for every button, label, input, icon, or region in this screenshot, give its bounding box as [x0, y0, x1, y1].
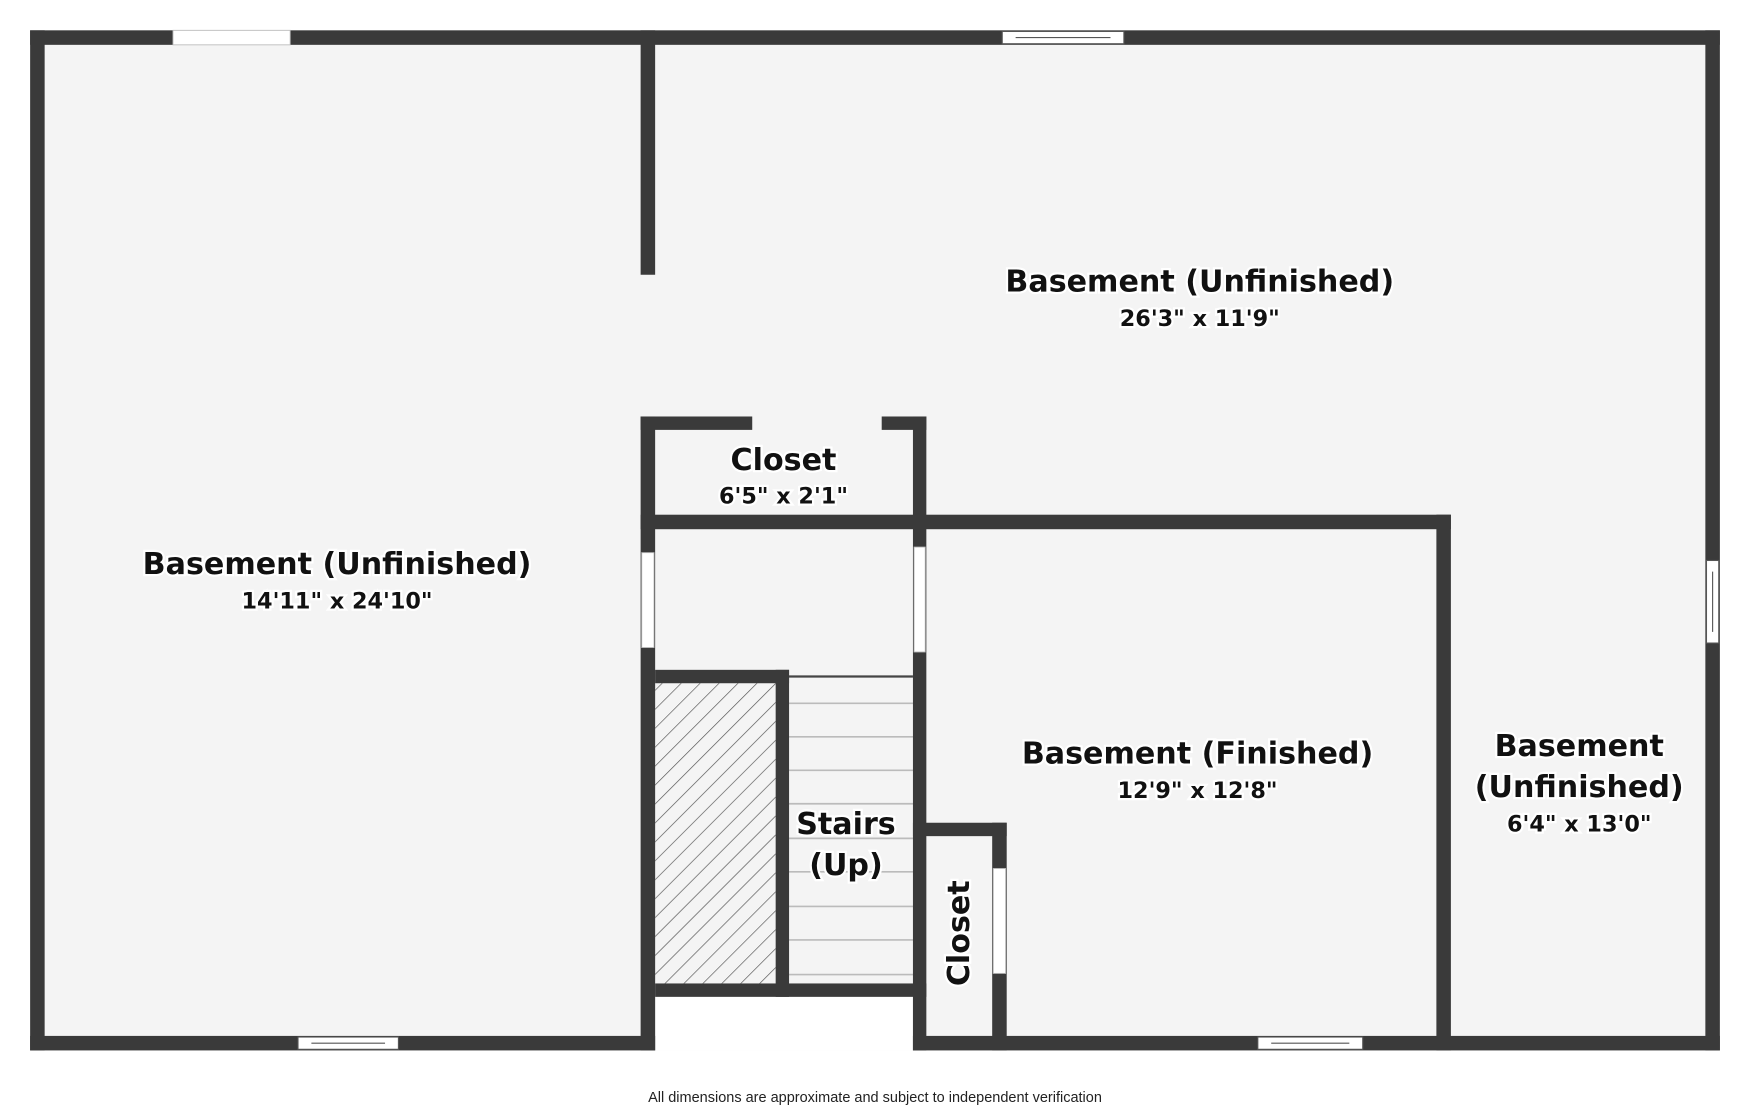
room-name: (Unfinished) — [1475, 770, 1684, 805]
room-name: Stairs — [796, 807, 896, 842]
windows — [297, 30, 1720, 1050]
floor-area — [30, 30, 1720, 1051]
room-dimensions: 6'5" x 2'1" — [719, 484, 848, 510]
room-dimensions: 6'4" x 13'0" — [1507, 812, 1651, 838]
door-openings — [172, 29, 1007, 974]
room-dimensions: 26'3" x 11'9" — [1120, 306, 1280, 332]
room-name: Basement (Unfinished) — [143, 547, 532, 582]
walls — [30, 30, 1720, 1051]
room-dimensions: 14'11" x 24'10" — [242, 588, 433, 614]
room-dimensions: 12'9" x 12'8" — [1118, 778, 1278, 804]
room-name: Basement (Unfinished) — [1005, 264, 1394, 299]
room-name: Closet — [731, 443, 837, 478]
room-name: Basement — [1495, 729, 1664, 764]
disclaimer: All dimensions are approximate and subje… — [648, 1090, 1102, 1106]
stair-treads — [789, 675, 913, 976]
room-name: (Up) — [809, 848, 883, 883]
room-name: Closet — [942, 880, 977, 986]
room-name: Basement (Finished) — [1022, 737, 1373, 772]
hatched-void — [655, 683, 776, 984]
